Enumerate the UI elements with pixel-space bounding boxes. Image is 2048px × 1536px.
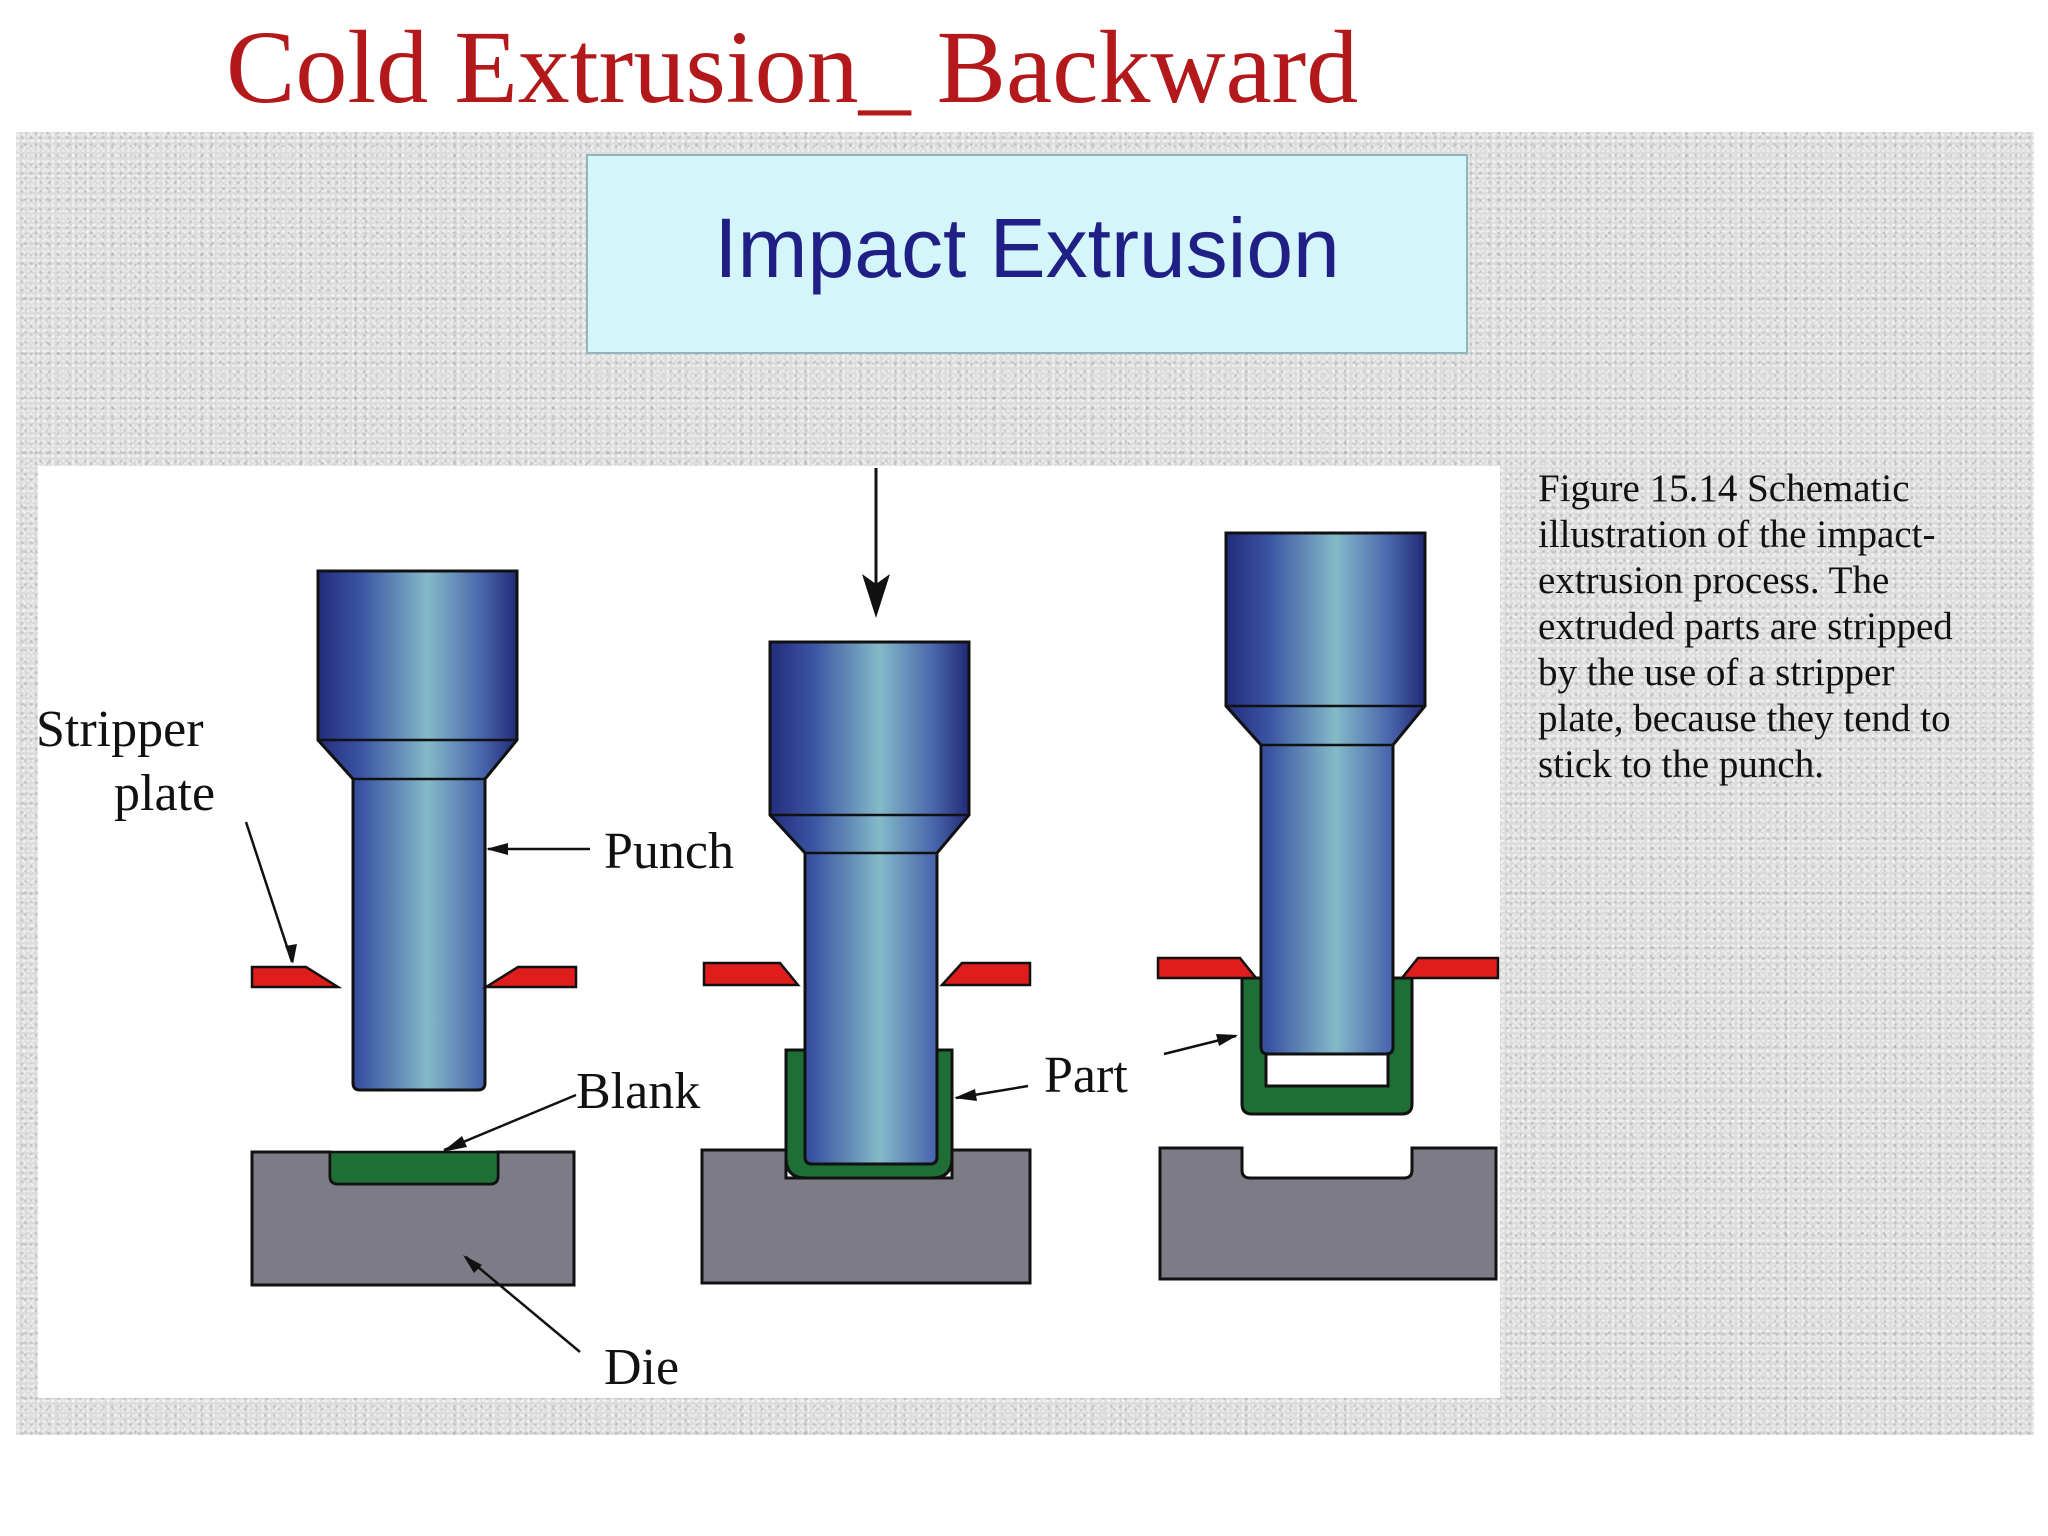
caption-line: Figure 15.14 Schematic <box>1538 467 1910 510</box>
stripper-plate-left-3 <box>1156 956 1259 980</box>
punch-1 <box>316 569 519 1092</box>
die-3 <box>1158 1146 1498 1281</box>
stripper-plate-right-2 <box>939 961 1032 987</box>
label-punch: Punch <box>604 823 734 880</box>
banner: Impact Extrusion <box>586 154 1468 354</box>
caption-line: illustration of the impact- <box>1538 513 1936 556</box>
figure-caption: Figure 15.14 Schematic illustration of t… <box>1538 466 2018 788</box>
label-stripper-line2: plate <box>114 765 215 822</box>
label-die: Die <box>604 1339 679 1396</box>
punch-2 <box>768 640 971 1166</box>
caption-line: plate, because they tend to <box>1538 697 1951 740</box>
caption-line: by the use of a stripper <box>1538 651 1895 694</box>
leader-lines <box>244 821 1238 1353</box>
stripper-plate-left-1 <box>250 965 343 989</box>
label-blank: Blank <box>576 1063 700 1120</box>
label-stripper-line1: Stripper <box>36 701 204 758</box>
punch-3 <box>1224 531 1427 1056</box>
stripper-plate-right-3 <box>1399 956 1500 980</box>
caption-line: extruded parts are stripped <box>1538 605 1953 648</box>
stage-1 <box>250 569 578 1287</box>
caption-line: stick to the punch. <box>1538 743 1824 786</box>
stage-3 <box>1156 531 1500 1281</box>
label-part: Part <box>1044 1047 1128 1104</box>
blank-1 <box>328 1150 500 1186</box>
slide-title: Cold Extrusion_ Backward <box>226 10 1359 125</box>
stage-2 <box>700 468 1032 1285</box>
stripper-plate-left-2 <box>702 961 801 987</box>
caption-line: extrusion process. The <box>1538 559 1890 602</box>
stripper-plate-right-1 <box>481 965 578 989</box>
die-2 <box>700 1148 1032 1285</box>
force-arrow-head <box>862 574 890 618</box>
banner-title: Impact Extrusion <box>714 201 1340 295</box>
